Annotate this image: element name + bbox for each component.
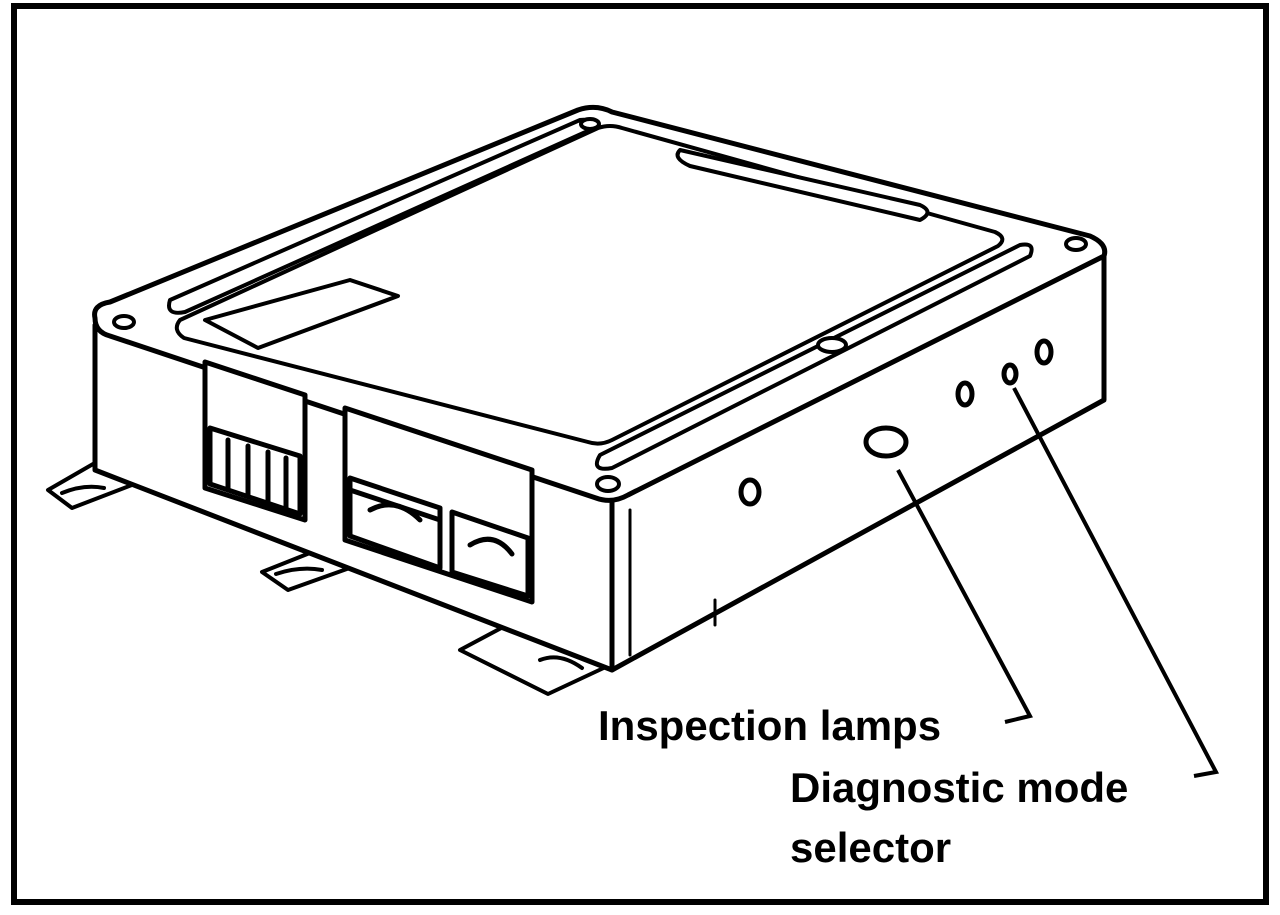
connector-left	[202, 359, 308, 523]
figure-frame	[11, 3, 1269, 905]
tab-hole	[816, 336, 848, 354]
label-plate	[203, 278, 400, 350]
control-unit	[46, 104, 1108, 696]
inspection-lamp	[863, 425, 909, 459]
side-screw-hole	[738, 477, 762, 507]
leader-line-diagnostic-selector	[1012, 387, 1220, 778]
label-selector: selector	[790, 824, 951, 871]
label-diagnostic-mode: Diagnostic mode	[790, 764, 1128, 811]
leader-line-inspection-lamps	[896, 469, 1033, 724]
top-slot-3	[595, 242, 1034, 471]
corner-screw-hole	[112, 314, 136, 330]
top-cover	[174, 124, 1005, 446]
diagnostic-mode-selector	[1001, 362, 1019, 386]
connector-right	[342, 405, 535, 605]
selector-hole	[1034, 338, 1054, 366]
corner-screw-hole	[1064, 236, 1088, 252]
selector-hole	[955, 380, 975, 408]
corner-screw-hole	[579, 117, 601, 131]
corner-screw-hole	[595, 475, 621, 493]
label-inspection-lamps: Inspection lamps	[598, 702, 941, 749]
top-slot-1	[675, 148, 930, 222]
